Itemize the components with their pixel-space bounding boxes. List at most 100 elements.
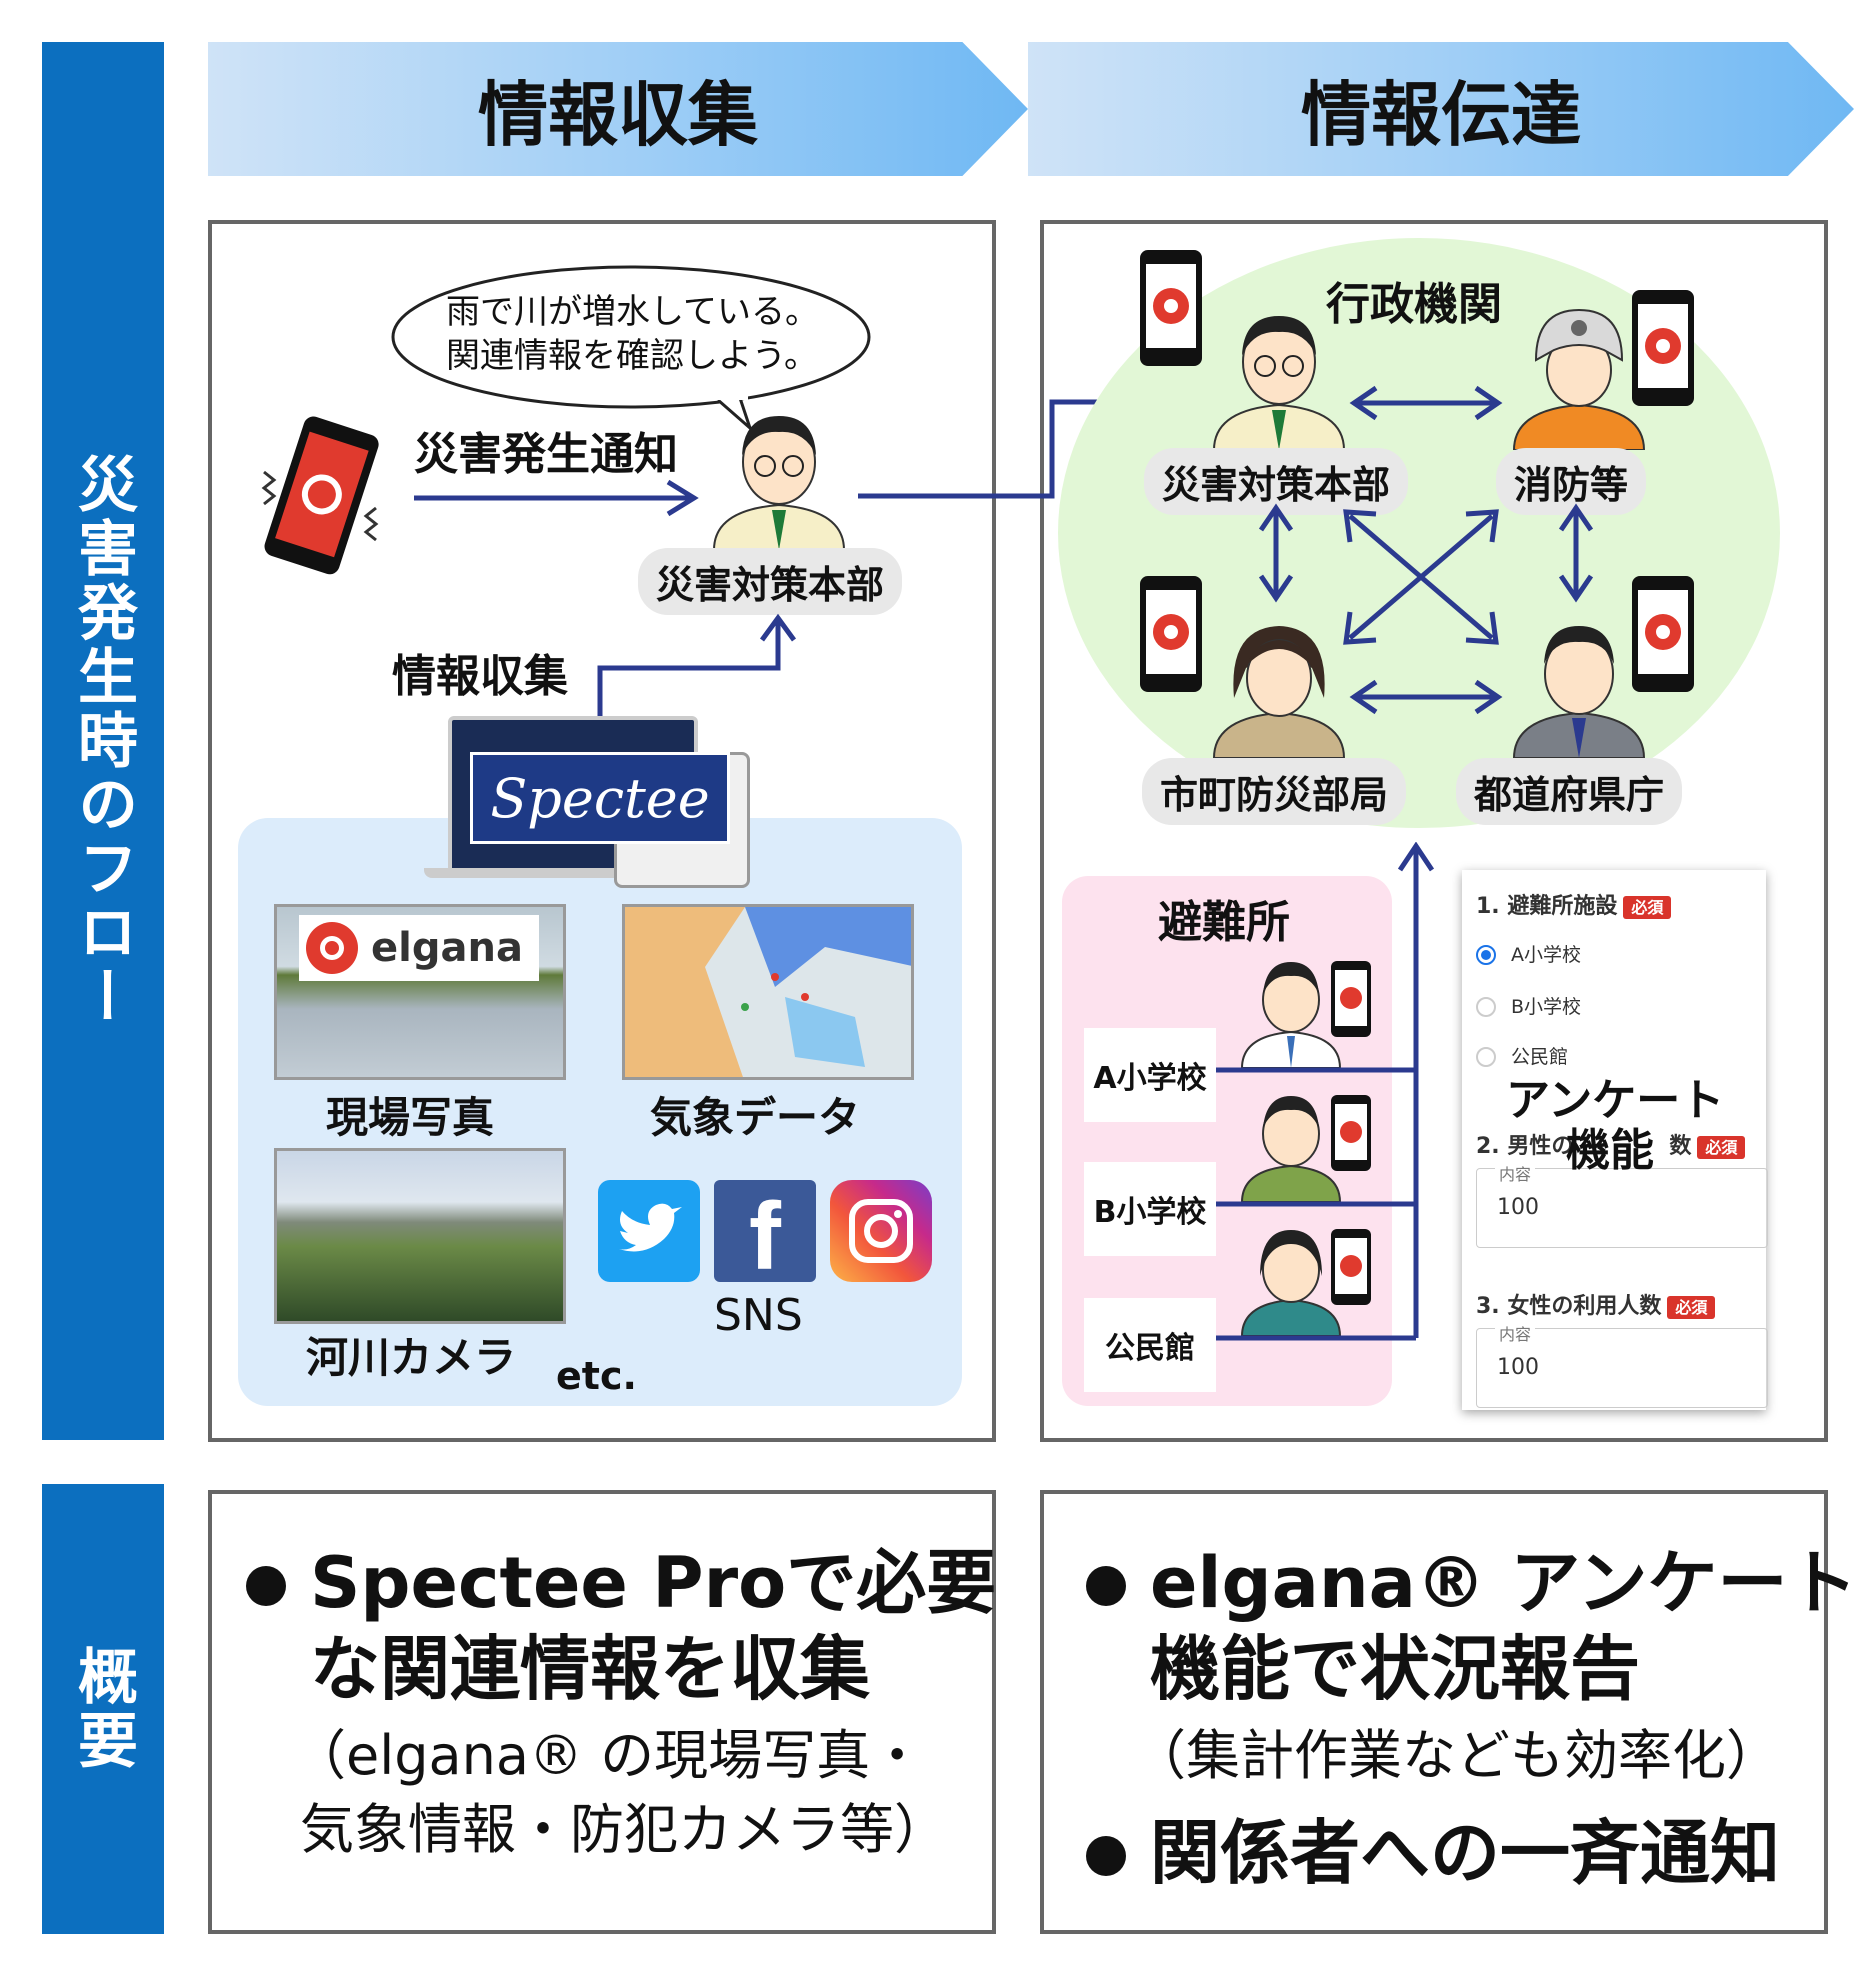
survey-field-3-value: 100: [1497, 1355, 1539, 1380]
survey-opt2-text: B小学校: [1511, 996, 1582, 1018]
summary-right-bullet2-icon: [1086, 1836, 1126, 1876]
collect-arrow: [597, 613, 797, 720]
weather-map-drawing: [625, 907, 911, 1077]
weather-map: [622, 904, 914, 1080]
survey-opt1-text: A小学校: [1511, 944, 1581, 966]
shelter-c-text: 公民館: [1105, 1331, 1195, 1366]
gov-title: 行政機関: [1326, 279, 1502, 330]
etc-label: etc.: [556, 1354, 637, 1398]
phone-alert-icon: [261, 416, 379, 575]
survey-opt3-text: 公民館: [1511, 1046, 1569, 1068]
spectee-logo: Spectee: [490, 766, 710, 830]
speech-bubble: [391, 265, 871, 432]
shelter-a-text: A小学校: [1093, 1061, 1207, 1096]
pref-person-icon: [1512, 626, 1646, 758]
speech-line-2: 関連情報を確認しよう。: [446, 336, 818, 376]
field-photo: elgana: [274, 904, 566, 1080]
river-camera-photo: [274, 1148, 566, 1324]
summary-left-line2: な関連情報を収集: [310, 1628, 870, 1710]
survey-q2: 2. 男性の 数必須: [1476, 1128, 1746, 1160]
summary-left-sub1: （elgana® の現場写真・: [292, 1724, 925, 1787]
summary-right-line1: elgana® アンケート: [1150, 1542, 1858, 1624]
panel-summary-right: [1040, 1490, 1828, 1934]
summary-left-bullet-icon: [246, 1566, 286, 1606]
banner-transmit-label: 情報伝達: [1301, 73, 1581, 156]
shelter-to-gov-arrow: [1216, 842, 1434, 1341]
instagram-camera-icon: [849, 1199, 913, 1263]
hq-person-icon: [712, 416, 846, 550]
survey-field-3-label: 内容: [1495, 1321, 1536, 1345]
elgana-logo-box: elgana: [299, 915, 539, 981]
survey-q3: 3. 女性の利用人数必須: [1476, 1288, 1716, 1320]
shelter-a-person-icon: [1240, 962, 1342, 1068]
radio-selected-icon[interactable]: [1476, 945, 1496, 965]
survey-opt2[interactable]: B小学校: [1476, 992, 1581, 1019]
spectee-logo-box: Spectee: [470, 752, 730, 844]
survey-field-2-value: 100: [1497, 1195, 1539, 1220]
sidebar-flow-label: 災害発生時のフロー: [67, 453, 138, 1029]
survey-q1: 1. 避難所施設必須: [1476, 888, 1672, 920]
shelter-a-phone-icon: [1331, 961, 1371, 1037]
notify-arrow: [414, 479, 699, 517]
shelter-b-person-icon: [1240, 1096, 1342, 1202]
banner-transmit: 情報伝達: [1028, 42, 1854, 176]
shelter-title: 避難所: [1158, 897, 1290, 948]
survey-q3-required: 必須: [1667, 1296, 1716, 1319]
summary-right-line3: 関係者への一斉通知: [1150, 1812, 1780, 1894]
gov-hq-label: 災害対策本部: [1144, 448, 1409, 515]
twitter-icon: [598, 1180, 700, 1282]
city-person-icon: [1212, 626, 1346, 758]
survey-q2-text: 2. 男性の: [1476, 1134, 1574, 1159]
spectee-laptop-base: [424, 868, 714, 878]
collect-label: 情報収集: [392, 651, 568, 702]
survey-field-2-label: 内容: [1495, 1161, 1536, 1185]
gov-arrows: [1258, 385, 1594, 715]
twitter-bird-icon: [619, 1203, 682, 1252]
shelter-c-phone-icon: [1331, 1229, 1371, 1305]
shelter-b-text: B小学校: [1093, 1195, 1207, 1230]
survey-q2-required: 必須: [1697, 1136, 1746, 1159]
survey-q1-text: 1. 避難所施設: [1476, 894, 1618, 919]
survey-q1-required: 必須: [1623, 896, 1672, 919]
summary-right-bullet1-icon: [1086, 1566, 1126, 1606]
survey-field-3[interactable]: 内容 100: [1476, 1321, 1768, 1408]
summary-right-sub: （集計作業なども効率化）: [1132, 1724, 1780, 1787]
survey-field-2[interactable]: 内容 100: [1476, 1161, 1768, 1248]
firefighter-person-icon: [1512, 308, 1646, 450]
pref-label: 都道府県庁: [1456, 758, 1683, 825]
shelter-c-label: 公民館: [1084, 1298, 1216, 1392]
survey-overlay-line1: アンケート: [1506, 1075, 1725, 1126]
sidebar-summary: 概要: [42, 1484, 164, 1934]
notify-label: 災害発生通知: [414, 429, 678, 480]
phone-hq-icon: [1140, 250, 1202, 366]
gov-hq-person-icon: [1212, 316, 1346, 450]
survey-opt1[interactable]: A小学校: [1476, 940, 1581, 967]
panel-summary-left: [208, 1490, 996, 1934]
elgana-logo: elgana: [371, 925, 523, 971]
summary-right-line2: 機能で状況報告: [1150, 1628, 1640, 1710]
survey-q3-text: 3. 女性の利用人数: [1476, 1294, 1662, 1319]
summary-left-sub2: 気象情報・防犯カメラ等）: [300, 1798, 948, 1861]
radio-empty-icon[interactable]: [1476, 1047, 1496, 1067]
survey-opt3[interactable]: 公民館: [1476, 1042, 1568, 1069]
fire-label: 消防等: [1496, 448, 1647, 515]
photo-caption: 現場写真: [326, 1093, 495, 1142]
phone-fire-icon: [1632, 290, 1694, 406]
banner-collect-label: 情報収集: [478, 73, 758, 156]
shelter-b-label: B小学校: [1084, 1162, 1216, 1256]
weather-caption: 気象データ: [650, 1093, 861, 1142]
banner-collect: 情報収集: [208, 42, 1028, 176]
phone-city-icon: [1140, 576, 1202, 692]
hq-label: 災害対策本部: [638, 548, 903, 615]
survey-q2-tail: 数: [1669, 1134, 1692, 1159]
speech-line-1: 雨で川が増水している。: [446, 292, 819, 332]
phone-pref-icon: [1632, 576, 1694, 692]
radio-empty-icon[interactable]: [1476, 997, 1496, 1017]
instagram-icon: [830, 1180, 932, 1282]
river-caption: 河川カメラ: [306, 1333, 517, 1382]
sidebar-flow: 災害発生時のフロー: [42, 42, 164, 1440]
shelter-b-phone-icon: [1331, 1095, 1371, 1171]
facebook-icon: f: [714, 1180, 816, 1282]
summary-left-line1: Spectee Proで必要: [310, 1542, 997, 1624]
city-label: 市町防災部局: [1142, 758, 1407, 825]
